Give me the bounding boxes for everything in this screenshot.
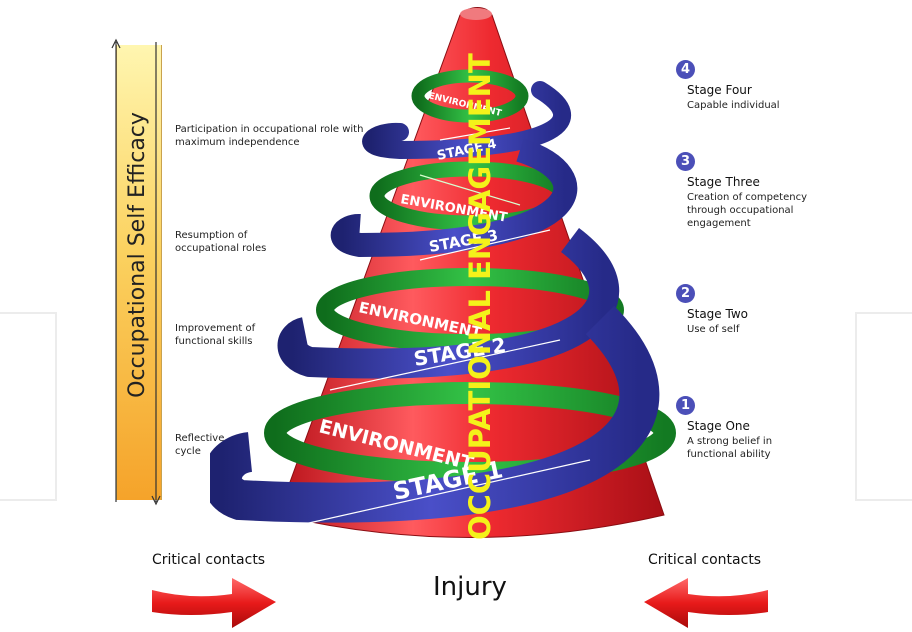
- stage-1-number-icon: 1: [676, 396, 695, 415]
- cone-tip: [460, 8, 492, 20]
- axis-label-text: Occupational Self Efficacy: [125, 112, 150, 398]
- stage-3-block: 3 Stage Three Creation of competency thr…: [676, 152, 876, 230]
- stage-4-block: 4 Stage Four Capable individual: [676, 60, 876, 112]
- stage-1-desc: A strong belief in functional ability: [687, 435, 797, 461]
- left-edge-bracket: [0, 312, 57, 501]
- critical-contacts-right: Critical contacts: [648, 552, 761, 568]
- cone-diagram: STAGE 4 STAGE 3 STAGE 2 STAGE 1 ENVIRONM…: [210, 0, 680, 550]
- stage-3-title: Stage Three: [687, 175, 876, 190]
- stage-4-number-icon: 4: [676, 60, 695, 79]
- critical-contacts-left: Critical contacts: [152, 552, 265, 568]
- stage-1-block: 1 Stage One A strong belief in functiona…: [676, 396, 876, 461]
- occupational-engagement-text: OCCUPATIONAL ENGAGEMENT: [463, 53, 497, 540]
- stage-2-desc: Use of self: [687, 323, 876, 336]
- stage-2-number-icon: 2: [676, 284, 695, 303]
- stage-1-title: Stage One: [687, 419, 876, 434]
- left-red-arrow: [150, 572, 280, 632]
- injury-label: Injury: [433, 572, 507, 602]
- stage-4-desc: Capable individual: [687, 99, 876, 112]
- stage-2-block: 2 Stage Two Use of self: [676, 284, 876, 336]
- stage-2-title: Stage Two: [687, 307, 876, 322]
- stage-4-title: Stage Four: [687, 83, 876, 98]
- stage-3-desc: Creation of competency through occupatio…: [687, 191, 837, 230]
- right-red-arrow: [640, 572, 770, 632]
- stage-3-number-icon: 3: [676, 152, 695, 171]
- axis-label: Occupational Self Efficacy: [118, 90, 158, 420]
